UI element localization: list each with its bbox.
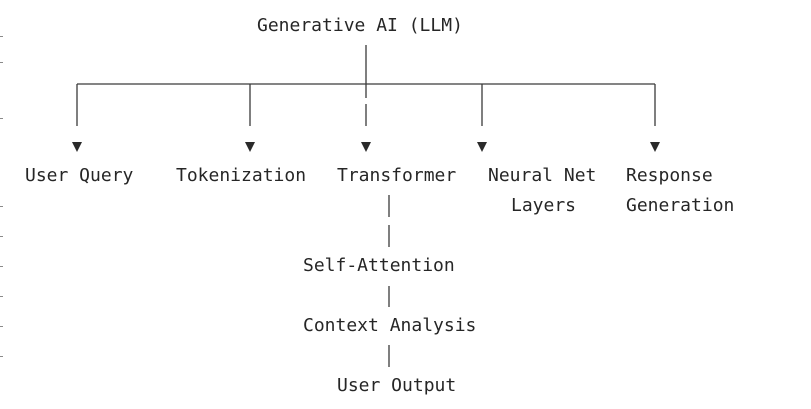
edge-mark <box>0 62 3 63</box>
branch-node-neural-net: Neural Net <box>488 165 597 186</box>
arrow-transformer <box>361 142 371 152</box>
arrow-tokenization <box>245 142 255 152</box>
root-node: Generative AI (LLM) <box>257 15 463 36</box>
branch-node-response-line2: Generation <box>626 195 735 216</box>
chain-node-context-analysis: Context Analysis <box>303 315 477 336</box>
branch-node-neural-net-line2: Layers <box>511 195 577 216</box>
edge-mark <box>0 36 3 37</box>
edge-mark <box>0 326 3 327</box>
arrow-response-generation <box>650 142 660 152</box>
arrow-neural-net <box>477 142 487 152</box>
chain-node-self-attention: Self-Attention <box>303 255 455 276</box>
branch-node-response: Response <box>626 165 713 186</box>
edge-mark <box>0 236 3 237</box>
arrow-user-query <box>72 142 82 152</box>
edge-mark <box>0 356 3 357</box>
branch-node-transformer: Transformer <box>337 165 457 186</box>
chain-node-user-output: User Output <box>337 375 457 396</box>
edge-mark <box>0 266 3 267</box>
edge-mark <box>0 206 3 207</box>
edge-mark <box>0 296 3 297</box>
branch-node-tokenization: Tokenization <box>176 165 307 186</box>
edge-mark <box>0 118 3 119</box>
branch-node-user-query: User Query <box>25 165 134 186</box>
